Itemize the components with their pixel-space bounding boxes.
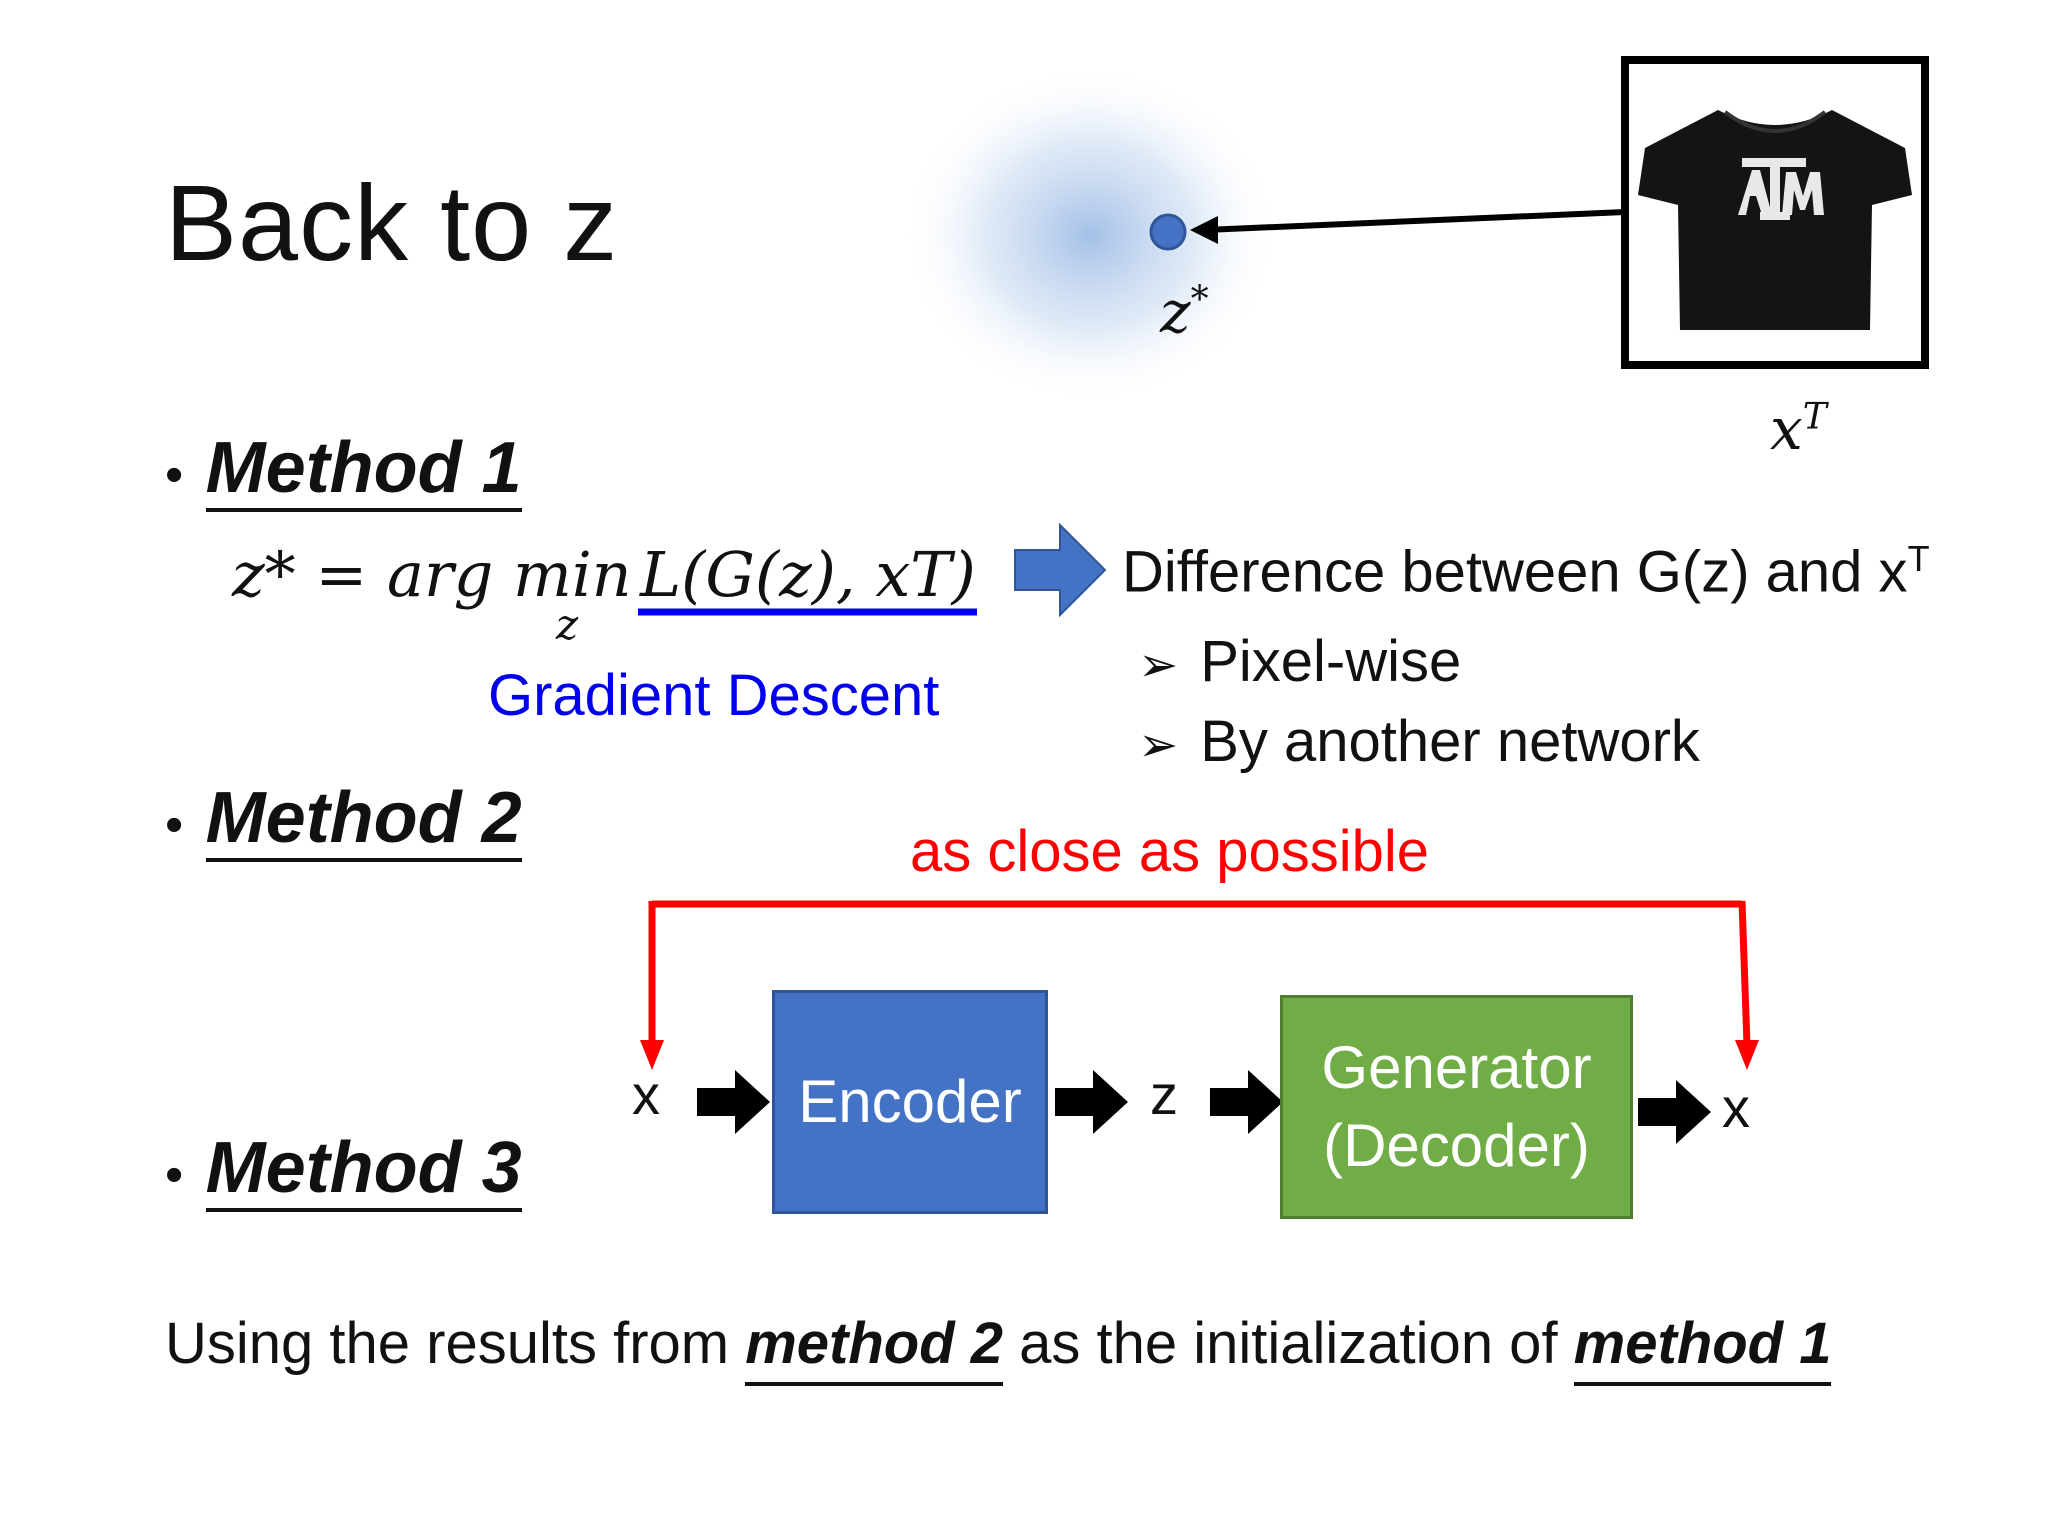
input-x-label: x [632, 1063, 660, 1126]
method-3-item: • Method 3 [165, 1128, 522, 1212]
atm-logo-icon [1738, 158, 1824, 220]
method-1-item: • Method 1 [165, 428, 522, 512]
method1-loss: L(G(z), xT) [640, 538, 976, 611]
arrow-bullet-icon: ➢ [1138, 639, 1179, 692]
arrow-bullet-icon: ➢ [1138, 719, 1179, 772]
sub-item-text: Pixel-wise [1200, 629, 1462, 694]
arrow-encoder-to-z [1055, 1070, 1128, 1134]
encoder-box: Encoder [772, 990, 1048, 1214]
latent-z-label: z [1150, 1063, 1178, 1126]
difference-text-main: Difference between G(z) and x [1122, 539, 1908, 605]
generator-box: Generator (Decoder) [1280, 995, 1633, 1219]
z-star-point [1149, 213, 1187, 251]
gradient-descent-label: Gradient Descent [488, 663, 940, 728]
arrow-x-to-encoder [697, 1070, 770, 1134]
method3-emph-1: method 2 [745, 1311, 1004, 1386]
pipeline-arrows [697, 1070, 1711, 1144]
close-as-possible-bracket [640, 900, 1759, 1070]
latent-space-glow [900, 65, 1280, 405]
method-3-label: Method 3 [205, 1128, 522, 1212]
method-1-label: Method 1 [205, 428, 522, 512]
close-as-possible-label: as close as possible [910, 819, 1430, 884]
generator-label-line1: Generator [1321, 1034, 1592, 1101]
method3-sentence: Using the results from method 2 as the i… [165, 1310, 1832, 1386]
sub-item-text: By another network [1200, 709, 1700, 774]
method1-equation-lhs: z* = arg min [232, 538, 632, 611]
encoder-label: Encoder [798, 1068, 1022, 1135]
bullet: • [165, 1146, 184, 1204]
method-2-item: • Method 2 [165, 778, 522, 862]
sub-item-another-network: ➢ By another network [1138, 708, 1700, 775]
generator-label-line2: (Decoder) [1323, 1112, 1590, 1179]
arrow-generator-to-x [1638, 1080, 1711, 1144]
xt-label: xT [1770, 395, 1827, 463]
method1-block-arrow [1014, 522, 1107, 618]
method3-text-2: as the initialization of [1003, 1311, 1574, 1376]
difference-text-sup: T [1907, 538, 1930, 579]
image-to-z-arrow-line [1204, 209, 1626, 233]
method-2-label: Method 2 [205, 778, 522, 862]
difference-text: Difference between G(z) and xT [1122, 538, 1930, 605]
arrow-z-to-generator [1210, 1070, 1283, 1134]
bullet: • [165, 446, 184, 504]
method3-emph-2: method 1 [1573, 1311, 1832, 1386]
method3-text-1: Using the results from [165, 1311, 746, 1376]
image-to-z-arrow-head [1190, 216, 1218, 244]
output-x-label: x [1722, 1076, 1750, 1139]
method1-equation-sub: z [556, 600, 579, 649]
sub-item-pixel-wise: ➢ Pixel-wise [1138, 628, 1461, 695]
page-title: Back to z [165, 162, 619, 283]
z-star-label: z* [1160, 278, 1209, 346]
bullet: • [165, 796, 184, 854]
